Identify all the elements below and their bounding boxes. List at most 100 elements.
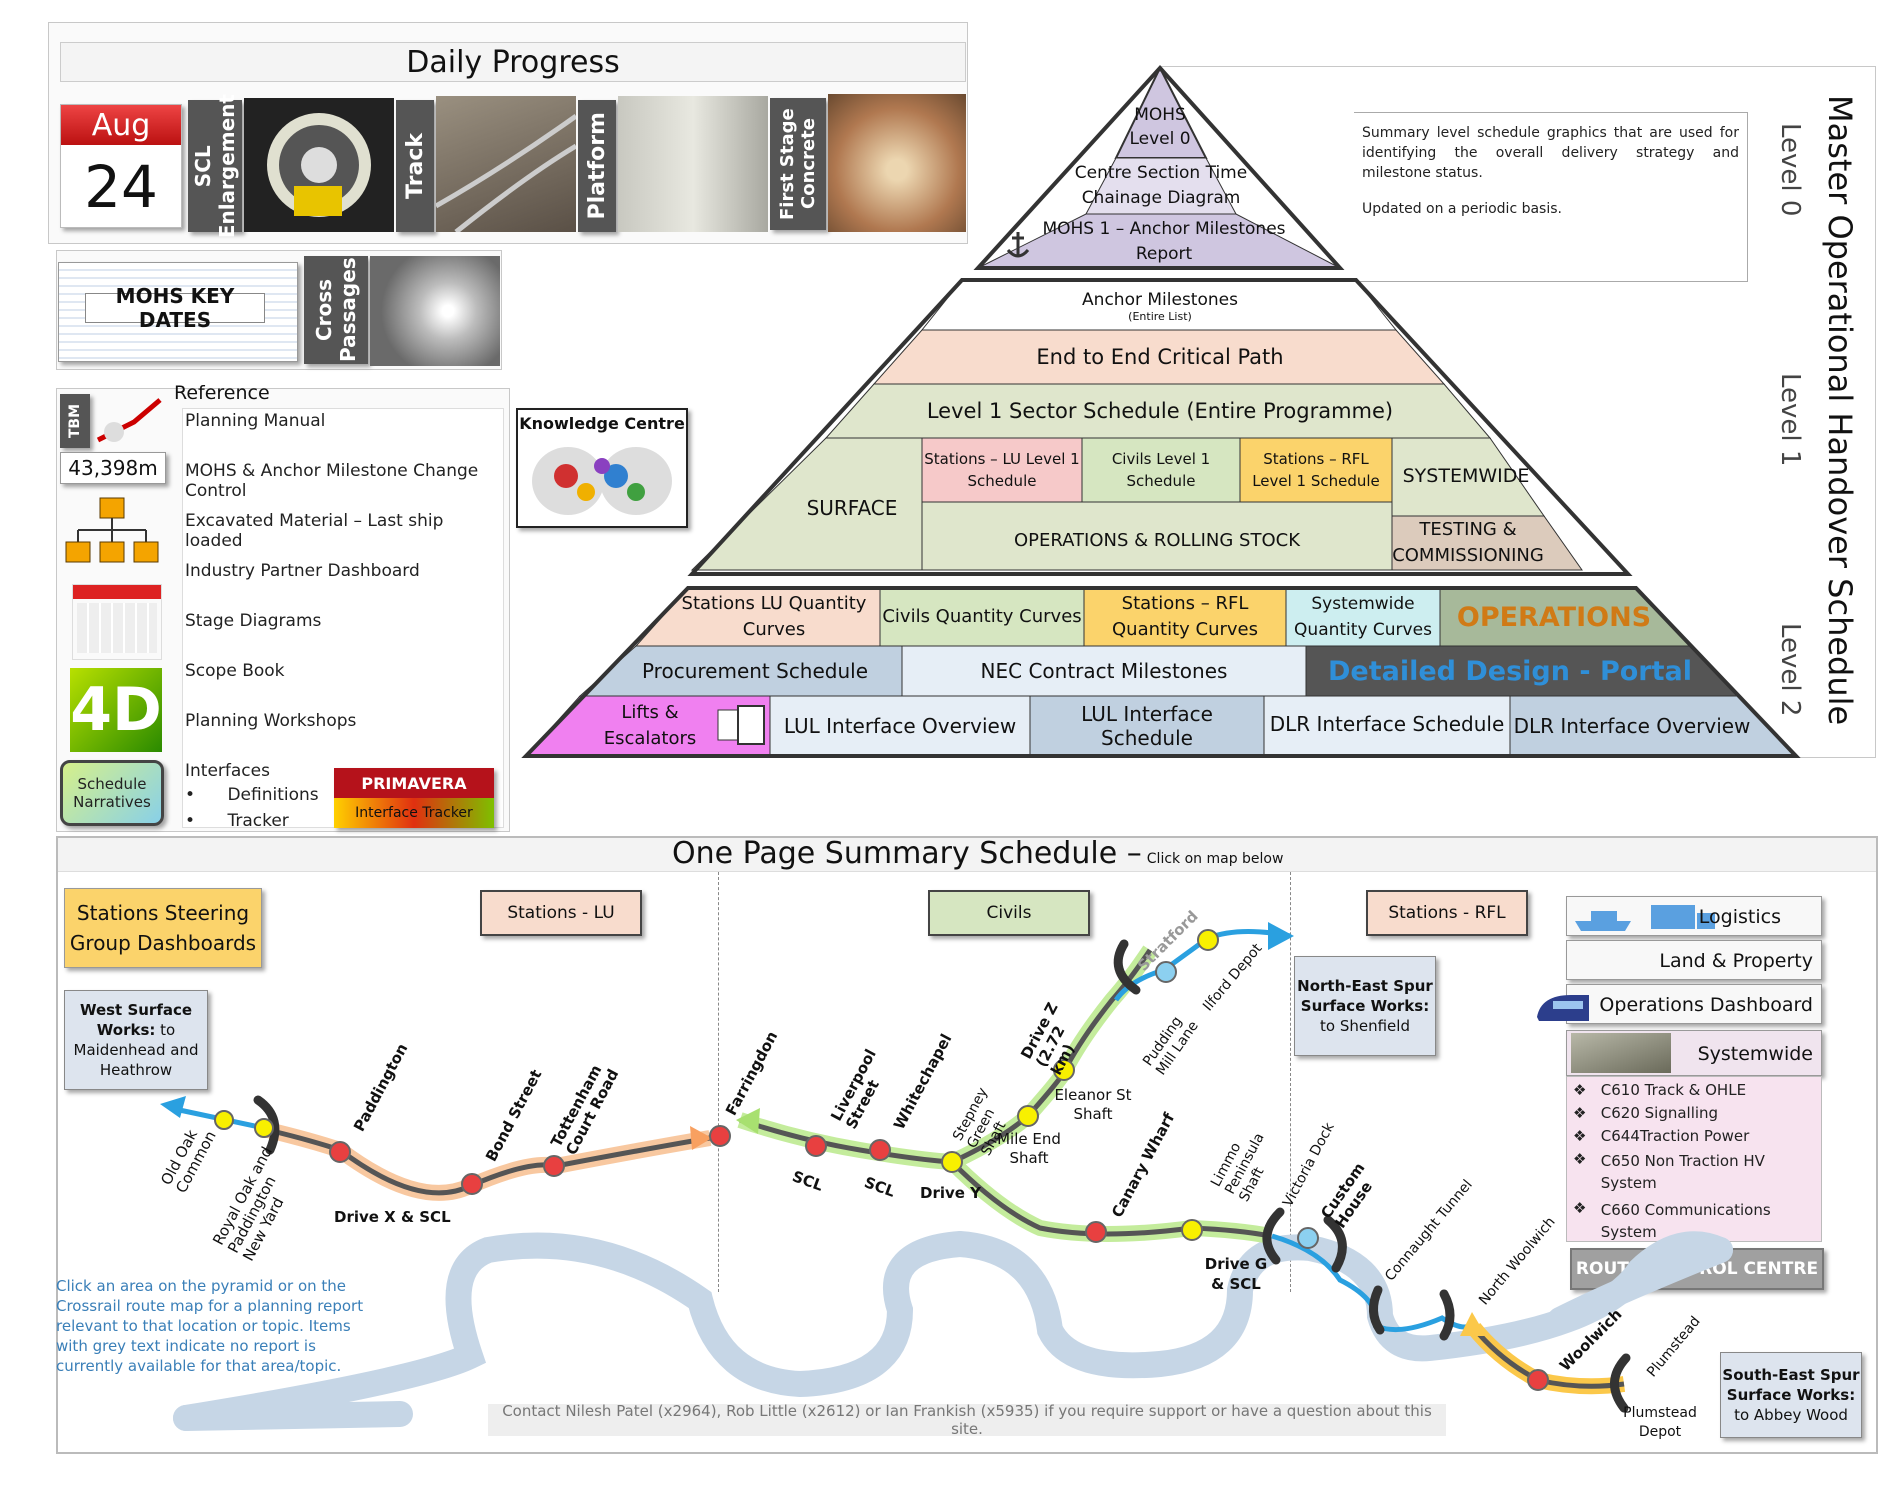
pyr-rfl-qc[interactable] [1083,587,1287,647]
calendar-icon[interactable] [72,584,162,660]
tbm-tab[interactable]: TBM [60,394,90,448]
sys-item-c644[interactable]: ❖ C644Traction Power [1573,1127,1750,1145]
stations-steering-button[interactable]: Stations Steering Group Dashboards [64,888,262,968]
ref-excavated-material[interactable]: Excavated Material – Last ship loaded [185,511,444,551]
pyr-lul-overview-label[interactable]: LUL Interface Overview [783,714,1017,738]
logistics-button[interactable]: Logistics [1566,896,1822,936]
ref-industry-partner[interactable]: Industry Partner Dashboard [185,561,420,581]
ref-interfaces: Interfaces [185,761,270,781]
sys-item-c610[interactable]: ❖ C610 Track & OHLE [1573,1081,1747,1099]
land-property-button[interactable]: Land & Property [1566,940,1822,980]
scl-image[interactable] [244,98,394,232]
concrete-image[interactable] [828,94,966,232]
pyr-civils-l1[interactable] [1081,437,1241,503]
stn-custom-house[interactable] [1297,1227,1319,1249]
ref-planning-workshops[interactable]: Planning Workshops [185,711,357,731]
pyr-centre-section-label[interactable]: Centre Section Time Chainage Diagram [1074,163,1248,208]
ref-scope-book[interactable]: Scope Book [185,661,285,681]
stn-limmo[interactable] [1181,1219,1203,1241]
se-spur-button[interactable]: South-East Spur Surface Works: to Abbey … [1720,1352,1862,1438]
pyr-sys-qc-label[interactable]: Systemwide Quantity Curves [1294,594,1432,640]
scl-enlargement-tab[interactable]: SCL Enlargement [188,94,242,238]
pyr-dlr-schedule[interactable] [1263,695,1511,757]
drive-y-tunnel [737,1112,953,1170]
pyr-lu-qc-label[interactable]: Stations LU Quantity Curves [681,593,867,640]
primavera-interface-tracker[interactable]: PRIMAVERA Interface Tracker [334,768,494,828]
sys-item-c620[interactable]: ❖ C620 Signalling [1573,1104,1719,1122]
stn-eleanor-st[interactable] [1053,1059,1075,1081]
ref-interfaces-tracker[interactable]: • Tracker [185,811,289,831]
stn-canary-wharf[interactable] [1085,1221,1107,1243]
pyr-stations-lu-l1[interactable] [921,437,1083,503]
platform-tab[interactable]: Platform [578,100,616,232]
pyr-testing-label[interactable]: TESTING & COMMISSIONING [1392,519,1544,566]
operations-dashboard-button[interactable]: Operations Dashboard [1537,984,1822,1024]
pyr-nec-label[interactable]: NEC Contract Milestones [980,659,1228,683]
pyr-surface-label[interactable]: SURFACE [806,496,898,520]
track-tab[interactable]: Track [396,100,434,232]
sys-item-c650[interactable]: ❖ C650 Non Traction HV System [1573,1150,1765,1192]
calendar-tile[interactable]: Aug 24 [60,104,182,228]
pyr-systemwide-label[interactable]: SYSTEMWIDE [1402,465,1530,487]
pyr-mohs-l0-label[interactable]: MOHS Level 0 [1129,105,1191,149]
stn-mile-end[interactable] [1017,1105,1039,1127]
pyr-civils-l1-label[interactable]: Civils Level 1 Schedule [1111,450,1211,490]
knowledge-centre-tile[interactable]: Knowledge Centre [516,408,688,528]
stn-old-oak[interactable] [214,1110,234,1130]
pyr-detailed-design-label[interactable]: Detailed Design - Portal [1327,655,1693,687]
pyr-nec[interactable] [901,645,1307,697]
stn-stepney-green[interactable] [941,1151,963,1173]
stn-whitechapel[interactable] [869,1139,891,1161]
sys-item-c660[interactable]: ❖ C660 Communications System [1573,1199,1771,1241]
schedule-narratives-button[interactable]: Schedule Narratives [60,760,164,826]
stn-woolwich[interactable] [1527,1369,1549,1391]
mohs-key-dates-tile[interactable]: MOHS KEY DATES [58,262,298,362]
stn-liverpool-street[interactable] [805,1135,827,1157]
4d-icon[interactable]: 4D [70,668,162,752]
ref-stage-diagrams[interactable]: Stage Diagrams [185,611,322,631]
track-image[interactable] [436,96,576,232]
pyr-ops-rolling-label[interactable]: OPERATIONS & ROLLING STOCK [1013,529,1301,551]
cross-passages-tab[interactable]: Cross Passages [304,256,368,364]
west-surface-button[interactable]: West Surface Works: to Maidenhead and He… [64,990,208,1090]
ne-spur-button[interactable]: North-East Spur Surface Works: to Shenfi… [1294,956,1436,1056]
cross-passages-image[interactable] [370,256,500,366]
pyr-stations-lu-l1-label[interactable]: Stations – LU Level 1 Schedule [924,450,1080,490]
pyr-lifts-label[interactable]: Lifts & Escalators [603,702,697,749]
ref-mohs-change-control[interactable]: MOHS & Anchor Milestone Change Control [185,461,479,501]
stn-bond-street[interactable] [461,1173,483,1195]
pyr-stations-rfl-l1-label[interactable]: Stations – RFL Level 1 Schedule [1252,450,1380,490]
tbm-value[interactable]: 43,398m [60,452,166,484]
rail-track-illustration [436,113,576,232]
pyr-l1-sector-label[interactable]: Level 1 Sector Schedule (Entire Programm… [926,399,1394,423]
stations-rfl-button[interactable]: Stations - RFL [1366,890,1528,936]
stn-stratford[interactable] [1155,961,1177,983]
stn-ilford[interactable] [1197,929,1219,951]
ref-planning-manual[interactable]: Planning Manual [185,411,326,431]
pyr-dlr-overview-label[interactable]: DLR Interface Overview [1513,714,1751,738]
platform-image[interactable] [618,96,768,232]
pyr-sys-qc[interactable] [1285,587,1441,647]
stations-lu-button[interactable]: Stations - LU [480,890,642,936]
org-chart-icon[interactable] [62,496,162,570]
pyr-mohs1-label[interactable]: MOHS 1 – Anchor Milestones Report [1042,219,1286,264]
pyr-operations-label[interactable]: OPERATIONS [1456,601,1652,633]
stn-paddington[interactable] [329,1141,351,1163]
pyr-ops-rolling[interactable] [921,501,1393,571]
pyr-lul-schedule-label[interactable]: LUL Interface Schedule [1081,702,1213,750]
pyr-rfl-qc-label[interactable]: Stations – RFL Quantity Curves [1112,593,1258,640]
first-stage-concrete-tab[interactable]: First Stage Concrete [770,98,826,230]
stn-royal-oak[interactable] [254,1118,274,1138]
pyr-anchor-label[interactable]: Anchor Milestones (Entire List) [1040,284,1280,328]
pyr-civils-qc-label[interactable]: Civils Quantity Curves [882,606,1082,627]
ref-interfaces-definitions[interactable]: • Definitions [185,785,319,805]
systemwide-button[interactable]: Systemwide [1566,1030,1822,1076]
pyr-lul-overview[interactable] [769,695,1031,757]
civils-button[interactable]: Civils [928,890,1090,936]
pyr-dlr-schedule-label[interactable]: DLR Interface Schedule [1269,712,1505,736]
pyr-e2e-label[interactable]: End to End Critical Path [1036,345,1284,369]
pyr-testing[interactable] [1391,515,1583,571]
stn-farringdon[interactable] [709,1125,731,1147]
stn-tottenham[interactable] [543,1155,565,1177]
pyr-procurement-label[interactable]: Procurement Schedule [641,659,869,683]
